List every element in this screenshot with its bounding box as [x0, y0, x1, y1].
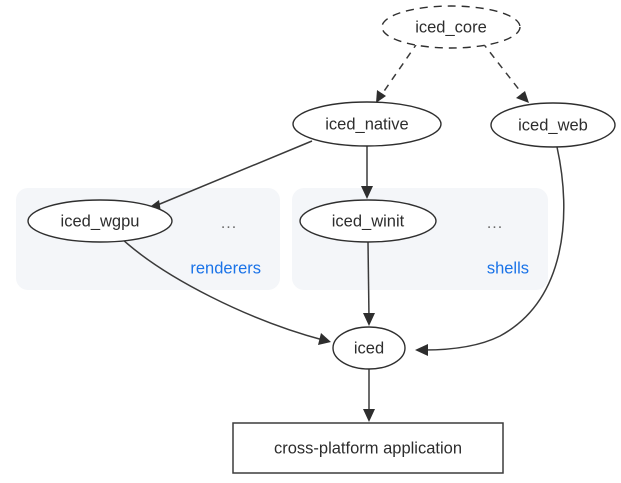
- node-iced_core-label: iced_core: [415, 18, 487, 36]
- node-iced-shape[interactable]: [332, 326, 406, 370]
- node-iced_web-shape[interactable]: [490, 102, 616, 148]
- edge-iced-to-app: [363, 369, 375, 422]
- node-iced[interactable]: iced: [332, 326, 406, 370]
- edge-path: [121, 238, 324, 341]
- arrow-head-icon: [361, 186, 373, 199]
- node-iced-label: iced: [354, 339, 384, 357]
- cluster-renderers: renderers: [16, 188, 280, 290]
- node-app-label: cross-platform application: [274, 439, 462, 457]
- node-iced_native-label: iced_native: [325, 115, 408, 133]
- node-iced_web[interactable]: iced_web: [490, 102, 616, 148]
- node-renderers-ellipsis: ...: [221, 215, 237, 232]
- node-iced_wgpu-shape[interactable]: [27, 199, 173, 243]
- edge-iced_native-to-iced_winit: [361, 146, 373, 199]
- edge-iced_core-to-iced_native: [376, 41, 419, 103]
- node-iced_winit[interactable]: iced_winit: [299, 199, 437, 243]
- node-iced_native-shape[interactable]: [292, 101, 442, 147]
- node-iced_wgpu[interactable]: iced_wgpu: [27, 199, 173, 243]
- cluster-shells-label: shells: [487, 259, 529, 277]
- node-iced_native[interactable]: iced_native: [292, 101, 442, 147]
- node-app-shape[interactable]: [232, 422, 504, 474]
- node-iced_core[interactable]: iced_core: [381, 5, 521, 49]
- cluster-renderers-label: renderers: [190, 259, 261, 277]
- node-iced_winit-shape[interactable]: [299, 199, 437, 243]
- arrow-head-icon: [318, 333, 331, 345]
- edge-path: [423, 146, 565, 351]
- arrow-head-icon: [363, 409, 375, 422]
- arrow-head-icon: [376, 90, 386, 103]
- node-renderers-ellipsis-label: ...: [221, 215, 237, 232]
- edge-iced_wgpu-to-iced: [121, 238, 331, 345]
- arrow-head-icon: [516, 91, 529, 103]
- edge-path: [154, 140, 313, 207]
- edge-path: [379, 41, 419, 98]
- node-iced_winit-label: iced_winit: [332, 212, 405, 230]
- node-shells-ellipsis-label: ...: [487, 215, 503, 232]
- arrow-head-icon: [415, 344, 428, 356]
- node-iced_wgpu-label: iced_wgpu: [61, 212, 140, 230]
- node-cross-platform-application[interactable]: cross-platform application: [232, 422, 504, 474]
- edge-iced_web-to-iced: [415, 146, 565, 356]
- edge-path: [367, 241, 370, 319]
- edge-path: [481, 41, 525, 97]
- edge-iced_core-to-iced_web: [481, 41, 529, 103]
- edge-iced_winit-to-iced: [363, 241, 375, 326]
- node-shells-ellipsis: ...: [487, 215, 503, 232]
- node-iced_core-shape[interactable]: [381, 5, 521, 49]
- node-iced_web-label: iced_web: [518, 116, 588, 134]
- arrow-head-icon: [363, 313, 375, 326]
